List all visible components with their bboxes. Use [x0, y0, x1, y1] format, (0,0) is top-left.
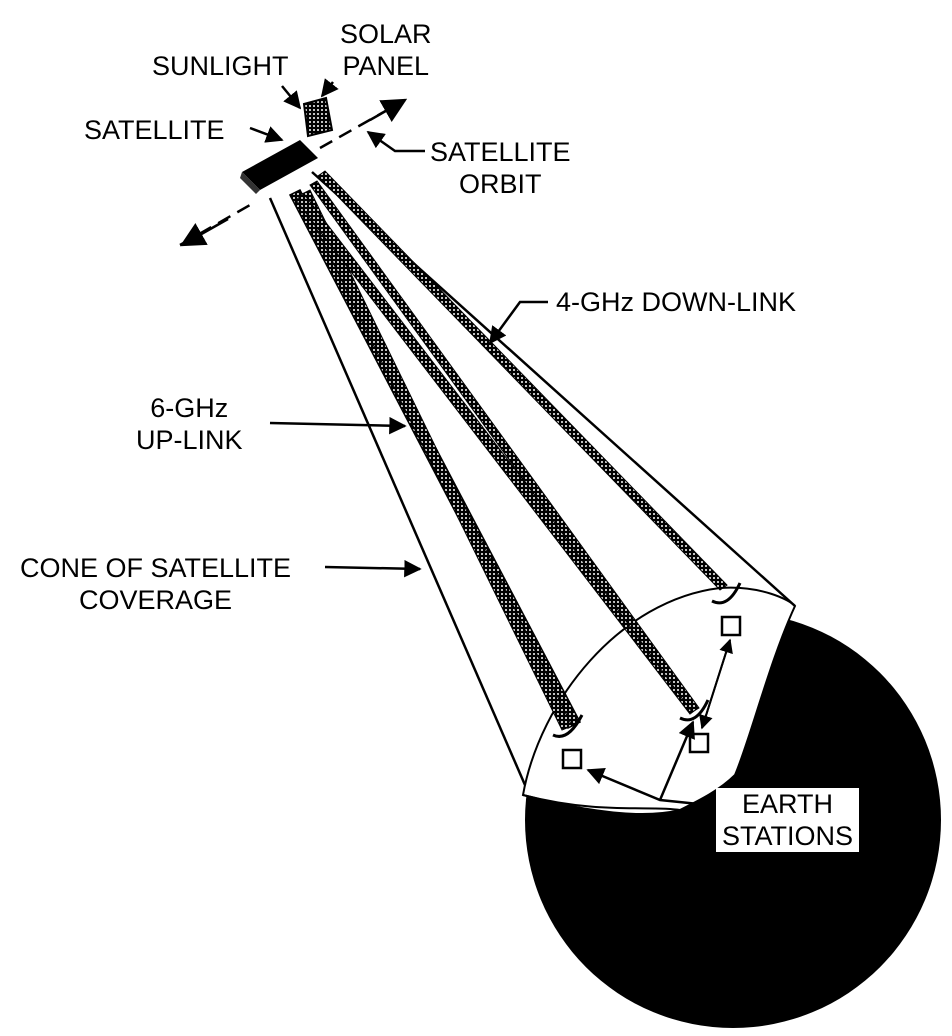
- satellite-orbit: [179, 98, 408, 247]
- solar-panel-label: SOLAR PANEL: [340, 19, 432, 81]
- down-link-label: 4-GHz DOWN-LINK: [556, 287, 797, 317]
- earth-station-1: [552, 714, 584, 770]
- leader-lines: [249, 78, 719, 808]
- solar-panel: [302, 96, 334, 138]
- down-link-beams: [309, 170, 728, 713]
- earth-station-3: [711, 582, 742, 637]
- sunlight-label: SUNLIGHT: [152, 51, 289, 81]
- satellite-label: SATELLITE: [84, 115, 225, 145]
- earth-stations-label: EARTH STATIONS: [716, 788, 860, 852]
- satellite: [240, 140, 318, 194]
- station-links: [699, 638, 733, 730]
- satellite-orbit-label: SATELLITE ORBIT: [430, 137, 571, 199]
- up-link-label: 6-GHz UP-LINK: [136, 393, 243, 455]
- cone-label: CONE OF SATELLITE COVERAGE: [20, 553, 292, 615]
